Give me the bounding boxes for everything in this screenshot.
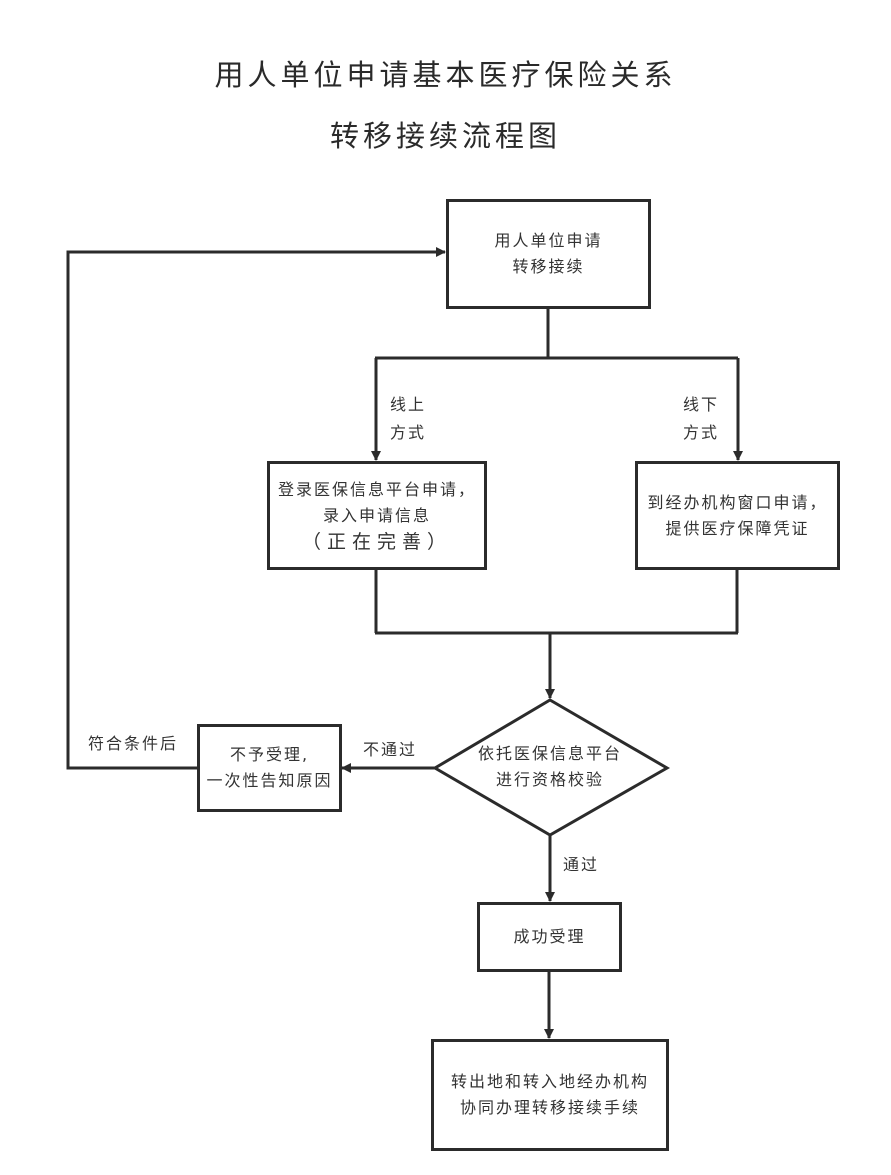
edge-label-fail: 不通过 — [363, 740, 418, 759]
node-start: 用人单位申请 转移接续 — [446, 199, 651, 309]
edge-label-offline: 线下 方式 — [683, 392, 719, 446]
node-online-line3: （正在完善） — [301, 530, 452, 553]
node-start-line1: 用人单位申请 — [494, 231, 603, 250]
node-check-text: 依托医保信息平台 进行资格校验 — [450, 741, 650, 793]
node-reject-line1: 不予受理, — [229, 745, 310, 764]
edge-label-offline-line2: 方式 — [683, 423, 720, 442]
node-reject: 不予受理, 一次性告知原因 — [197, 724, 342, 812]
node-final-line1: 转出地和转入地经办机构 — [450, 1072, 649, 1091]
node-start-line2: 转移接续 — [512, 257, 585, 276]
diagram-title-line1: 用人单位申请基本医疗保险关系 — [214, 58, 677, 92]
node-offline-line2: 提供医疗保障凭证 — [665, 518, 810, 538]
node-accept-line1: 成功受理 — [513, 927, 586, 946]
diagram-title-line2: 转移接续流程图 — [329, 119, 561, 153]
edge-label-offline-line1: 线下 — [683, 395, 720, 414]
node-reject-line2: 一次性告知原因 — [206, 771, 333, 790]
edge-label-pass: 通过 — [563, 855, 600, 874]
edge-label-online: 线上 方式 — [390, 392, 426, 446]
node-check-line2: 进行资格校验 — [495, 770, 604, 789]
node-accept: 成功受理 — [477, 902, 622, 972]
edge-label-loop: 符合条件后 — [88, 734, 179, 753]
node-check-line1: 依托医保信息平台 — [477, 744, 622, 763]
edge-label-online-line1: 线上 — [390, 395, 427, 414]
edge-label-online-line2: 方式 — [390, 423, 427, 442]
node-final-line2: 协同办理转移接续手续 — [459, 1098, 640, 1117]
node-final: 转出地和转入地经办机构 协同办理转移接续手续 — [431, 1039, 669, 1151]
node-online-apply: 登录医保信息平台申请， 录入申请信息 （正在完善） — [267, 461, 487, 570]
node-offline-apply: 到经办机构窗口申请， 提供医疗保障凭证 — [635, 461, 840, 570]
connector-loop-back — [66, 247, 446, 770]
node-online-line1: 登录医保信息平台申请， — [277, 479, 476, 499]
node-online-line2: 录入申请信息 — [322, 505, 431, 525]
node-offline-line1: 到经办机构窗口申请， — [647, 492, 828, 512]
